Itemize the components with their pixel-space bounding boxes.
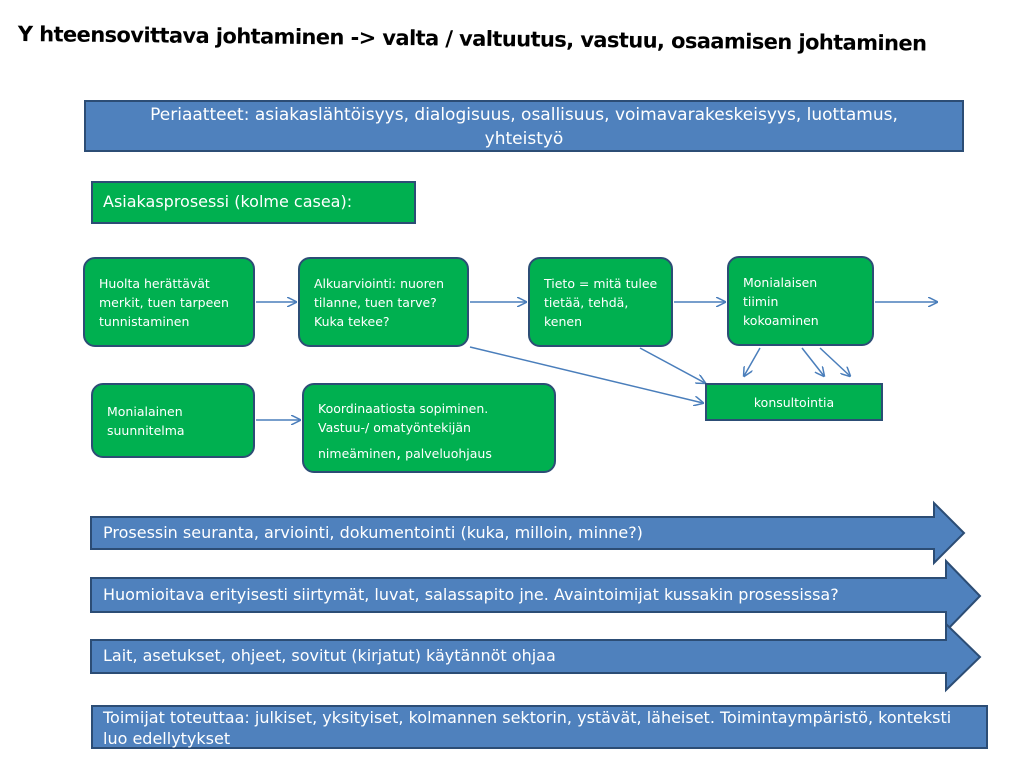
node-koordinaatio: Koordinaatiosta sopiminen. Vastuu-/ omat… xyxy=(302,383,556,473)
principles-line-2: yhteistyö xyxy=(484,129,564,149)
node-koordinaatio-comma: , xyxy=(396,443,402,462)
node-tieto-line-1: Tieto = mitä tulee xyxy=(544,276,658,291)
process-heading: Asiakasprosessi (kolme casea): xyxy=(103,192,353,211)
node-tieto: Tieto = mitä tulee tietää, tehdä, kenen xyxy=(528,257,673,347)
principles-line-1: Periaatteet: asiakaslähtöisyys, dialogis… xyxy=(150,105,898,125)
actors-line-1: Toimijat toteuttaa: julkiset, yksityiset… xyxy=(103,708,952,727)
process-heading-box: Asiakasprosessi (kolme casea): xyxy=(91,181,416,224)
node-alkuarviointi: Alkuarviointi: nuoren tilanne, tuen tarv… xyxy=(298,257,469,347)
node-monialaisen-line-1: Monialaisen xyxy=(743,275,818,290)
connector-monialaisen-down-1 xyxy=(744,347,761,376)
node-alkuarviointi-line-1: Alkuarviointi: nuoren xyxy=(314,276,445,291)
connector-monialaisen-down-3 xyxy=(819,347,850,376)
node-monialaisen: Monialaisen tiimin kokoaminen xyxy=(727,256,874,346)
big-arrow-3 xyxy=(90,621,982,693)
node-konsultointia-label: konsultointia xyxy=(753,395,835,410)
connector-alkuarviointi-konsultointia xyxy=(469,346,703,403)
big-arrow-3-label: Lait, asetukset, ohjeet, sovitut (kirjat… xyxy=(103,646,556,665)
node-huolta-line-3: tunnistaminen xyxy=(99,314,190,329)
node-suunnitelma-line-2: suunnitelma xyxy=(107,423,185,438)
node-koordinaatio-line-2: Vastuu-/ omatyöntekijän xyxy=(318,420,471,435)
node-tieto-line-2: tietää, tehdä, xyxy=(544,295,629,310)
node-konsultointia: konsultointia xyxy=(705,383,883,421)
node-koordinaatio-line-3b: palveluohjaus xyxy=(401,446,492,461)
node-suunnitelma-line-1: Monialainen xyxy=(107,404,183,419)
node-suunnitelma: Monialainen suunnitelma xyxy=(91,383,255,458)
big-arrow-2 xyxy=(90,558,982,634)
connector-tieto-konsultointia xyxy=(639,347,705,383)
big-arrow-1 xyxy=(90,500,966,566)
node-huolta-line-2: merkit, tuen tarpeen xyxy=(99,295,229,310)
big-arrow-2-label: Huomioitava erityisesti siirtymät, luvat… xyxy=(103,585,839,604)
principles-box: Periaatteet: asiakaslähtöisyys, dialogis… xyxy=(84,100,964,152)
actors-line-2: luo edellytykset xyxy=(103,729,231,748)
node-huolta-line-1: Huolta herättävät xyxy=(99,276,210,291)
node-koordinaatio-line-3: nimeäminen, palveluohjaus xyxy=(318,443,554,463)
big-arrow-1-label: Prosessin seuranta, arviointi, dokumento… xyxy=(103,523,643,542)
node-koordinaatio-line-1: Koordinaatiosta sopiminen. xyxy=(318,401,489,416)
node-alkuarviointi-line-2: tilanne, tuen tarve? xyxy=(314,295,437,310)
actors-box: Toimijat toteuttaa: julkiset, yksityiset… xyxy=(91,705,988,749)
node-alkuarviointi-line-3: Kuka tekee? xyxy=(314,314,390,329)
node-koordinaatio-line-3a: nimeäminen xyxy=(318,446,397,461)
node-tieto-line-3: kenen xyxy=(544,314,583,329)
node-monialaisen-line-2: tiimin xyxy=(743,294,779,309)
node-monialaisen-line-3: kokoaminen xyxy=(743,313,819,328)
node-huolta: Huolta herättävät merkit, tuen tarpeen t… xyxy=(83,257,255,347)
connector-monialaisen-down-2 xyxy=(801,347,824,376)
